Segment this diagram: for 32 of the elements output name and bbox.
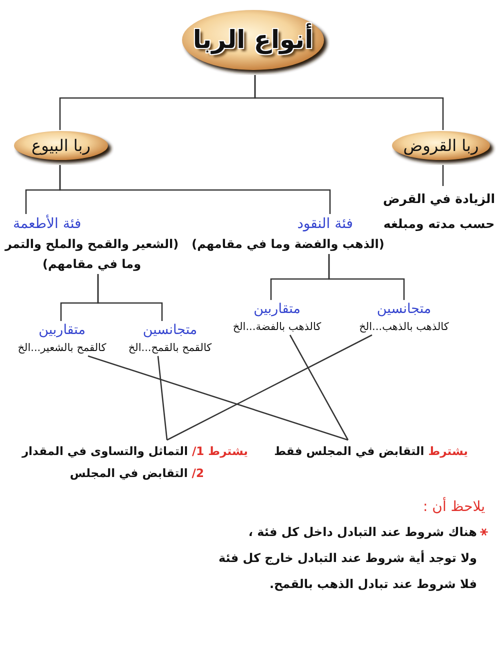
subcategory-heading: متجانسين (376, 300, 432, 319)
ellipse-label: ربا البيوع (32, 136, 92, 157)
connector-line (25, 165, 61, 214)
category-ellipse (12, 130, 114, 165)
connector-line (88, 355, 348, 441)
connector-line (270, 254, 330, 300)
ellipse-label: ربا القروض (403, 136, 480, 157)
category-heading: فئة النقود (297, 215, 353, 234)
connector-line (60, 274, 99, 321)
category-ellipse (390, 130, 496, 165)
category-heading: فئة الأطعمة (13, 214, 82, 234)
example-text: كالذهب بالذهب...الخ (359, 320, 449, 335)
example-text: كالذهب بالفضة...الخ (232, 320, 322, 335)
connector-line (442, 165, 444, 186)
subcategory-heading: متقاربين (38, 321, 86, 340)
condition-text: يشترط التقابض في المجلس فقط (274, 443, 468, 460)
note-text: هناك شروط عند التبادل داخل كل فئة ، ولا توجد أية شروط عند التبادل خارج كل فئة فلا شروط عند تبادل الذهب بالقمح. (218, 524, 477, 593)
category-description: (الشعير والقمح والملح والتمر وما في مقامهم) (5, 236, 179, 273)
description-text: الزيادة في القرض حسب مدته ومبلغه (382, 190, 496, 233)
condition-text: يشترط 1/ التماثل والتساوى في المقدار (22, 443, 248, 460)
connector-line (59, 75, 256, 130)
connector-line (157, 356, 168, 440)
title-ellipse (180, 9, 330, 75)
example-text: كالقمح بالشعير...الخ (18, 341, 106, 356)
subcategory-heading: متجانسين (142, 321, 198, 340)
category-description: (الذهب والفضة وما في مقامهم) (192, 236, 384, 253)
connector-line (289, 334, 349, 440)
connector-line (166, 334, 372, 441)
title-text: أنواع الربا (192, 24, 314, 56)
note-heading: يلاحظ أن : (423, 499, 485, 515)
subcategory-heading: متقاربين (254, 300, 300, 319)
example-text: كالقمح بالقمح...الخ (128, 341, 212, 356)
